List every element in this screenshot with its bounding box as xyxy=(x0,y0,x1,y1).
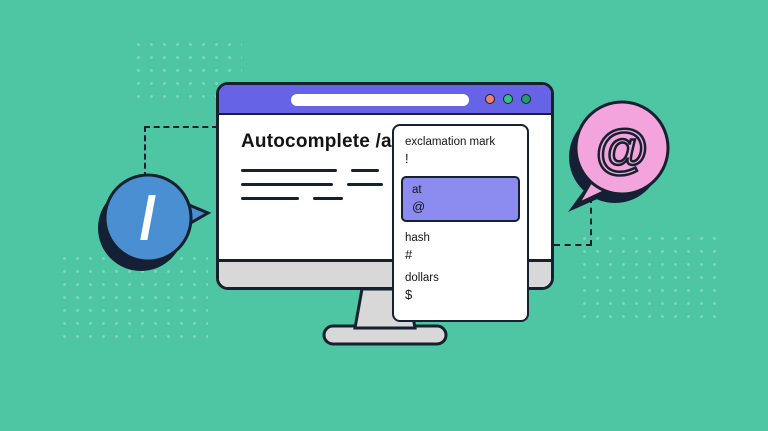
page-heading: Autocomplete /a xyxy=(241,131,392,152)
placeholder-text-lines xyxy=(241,169,551,200)
text-line-row xyxy=(241,183,551,186)
at-speech-bubble: @ xyxy=(568,100,670,212)
text-line-segment xyxy=(347,183,383,186)
dropdown-item-symbol: # xyxy=(405,247,413,262)
dropdown-item-label: at xyxy=(412,184,422,196)
window-dot-dark-green-icon[interactable] xyxy=(521,94,531,104)
dropdown-item-symbol: $ xyxy=(405,287,413,302)
bubble-body xyxy=(574,100,670,196)
dashed-connector-right-horizontal xyxy=(554,244,592,246)
text-line-segment xyxy=(241,169,337,172)
dropdown-item-hash[interactable]: hash # xyxy=(405,232,516,262)
dot-grid-texture xyxy=(578,232,718,324)
at-glyph: @ xyxy=(596,119,649,179)
url-bar[interactable] xyxy=(291,94,469,106)
dropdown-item-label: hash xyxy=(405,232,430,244)
text-line-segment xyxy=(351,169,379,172)
text-line-segment xyxy=(241,197,299,200)
text-line-segment xyxy=(241,183,333,186)
dropdown-item-symbol: @ xyxy=(412,199,426,214)
dropdown-item-label: dollars xyxy=(405,272,439,284)
text-line-segment xyxy=(313,197,343,200)
browser-titlebar xyxy=(219,85,551,115)
window-controls xyxy=(485,94,531,104)
bubble-body xyxy=(103,173,193,263)
dropdown-item-dollars[interactable]: dollars $ xyxy=(405,272,516,302)
dashed-connector-left-vertical xyxy=(144,126,146,178)
dashed-connector-right-vertical xyxy=(590,197,592,246)
window-dot-green-icon[interactable] xyxy=(503,94,513,104)
dropdown-item-at-selected[interactable]: at @ xyxy=(401,176,520,222)
slash-glyph: / xyxy=(140,185,157,252)
autocomplete-dropdown: exclamation mark ! at @ hash # dollars $ xyxy=(392,124,529,322)
text-line-row xyxy=(241,197,551,200)
dropdown-item-symbol: ! xyxy=(405,151,409,166)
slash-speech-bubble: / xyxy=(98,173,212,271)
dropdown-item-exclamation[interactable]: exclamation mark ! xyxy=(405,136,516,166)
text-line-row xyxy=(241,169,551,172)
window-dot-red-icon[interactable] xyxy=(485,94,495,104)
dropdown-item-label: exclamation mark xyxy=(405,136,496,148)
dashed-connector-left-horizontal xyxy=(144,126,218,128)
